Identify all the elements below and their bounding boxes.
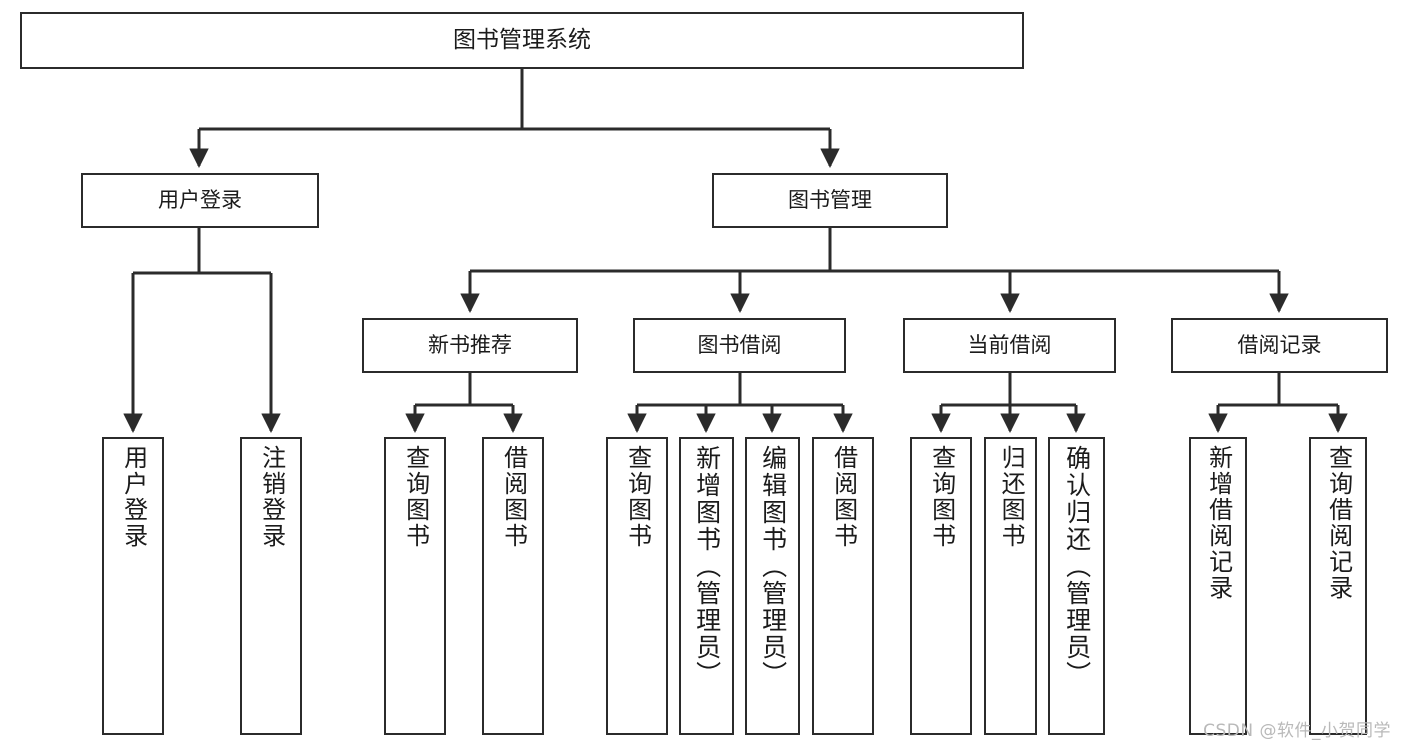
node-leaf-query-record[interactable]: 查询借阅记录: [1309, 437, 1367, 735]
node-leaf-query-book-2[interactable]: 查询图书: [606, 437, 668, 735]
node-book-borrow-label: 图书借阅: [697, 333, 782, 358]
node-leaf-user-login-label: 用户登录: [119, 445, 148, 549]
node-leaf-query-book-3[interactable]: 查询图书: [910, 437, 972, 735]
node-borrow-record[interactable]: 借阅记录: [1171, 318, 1388, 373]
node-leaf-add-record[interactable]: 新增借阅记录: [1189, 437, 1247, 735]
node-leaf-confirm-return-label: 确认归还（管理员）: [1062, 445, 1092, 688]
node-user-login[interactable]: 用户登录: [81, 173, 319, 228]
node-leaf-borrow-book-2-label: 借阅图书: [829, 445, 858, 549]
node-leaf-query-book-2-label: 查询图书: [623, 445, 652, 549]
node-leaf-confirm-return[interactable]: 确认归还（管理员）: [1048, 437, 1105, 735]
node-leaf-borrow-book-2[interactable]: 借阅图书: [812, 437, 874, 735]
node-current-borrow-label: 当前借阅: [967, 333, 1052, 358]
node-borrow-record-label: 借阅记录: [1237, 333, 1322, 358]
node-leaf-edit-book[interactable]: 编辑图书（管理员）: [745, 437, 800, 735]
node-book-borrow[interactable]: 图书借阅: [633, 318, 846, 373]
node-new-book-recommend-label: 新书推荐: [428, 333, 512, 358]
node-leaf-query-book-1[interactable]: 查询图书: [384, 437, 446, 735]
node-current-borrow[interactable]: 当前借阅: [903, 318, 1116, 373]
node-book-manage-label: 图书管理: [788, 188, 872, 213]
node-leaf-return-book[interactable]: 归还图书: [984, 437, 1037, 735]
node-leaf-add-book[interactable]: 新增图书（管理员）: [679, 437, 734, 735]
node-new-book-recommend[interactable]: 新书推荐: [362, 318, 578, 373]
node-leaf-add-record-label: 新增借阅记录: [1204, 445, 1233, 601]
node-leaf-query-record-label: 查询借阅记录: [1324, 445, 1353, 601]
node-leaf-return-book-label: 归还图书: [997, 445, 1026, 549]
node-leaf-edit-book-label: 编辑图书（管理员）: [758, 445, 788, 688]
node-root-system[interactable]: 图书管理系统: [20, 12, 1024, 69]
node-leaf-logout-label: 注销登录: [257, 445, 286, 549]
node-book-manage[interactable]: 图书管理: [712, 173, 948, 228]
node-leaf-logout[interactable]: 注销登录: [240, 437, 302, 735]
node-leaf-user-login[interactable]: 用户登录: [102, 437, 164, 735]
node-root-system-label: 图书管理系统: [453, 26, 591, 53]
node-leaf-borrow-book-1-label: 借阅图书: [499, 445, 528, 549]
node-leaf-query-book-1-label: 查询图书: [401, 445, 430, 549]
node-leaf-borrow-book-1[interactable]: 借阅图书: [482, 437, 544, 735]
node-leaf-query-book-3-label: 查询图书: [927, 445, 956, 549]
node-leaf-add-book-label: 新增图书（管理员）: [692, 445, 722, 688]
node-user-login-label: 用户登录: [158, 188, 242, 213]
